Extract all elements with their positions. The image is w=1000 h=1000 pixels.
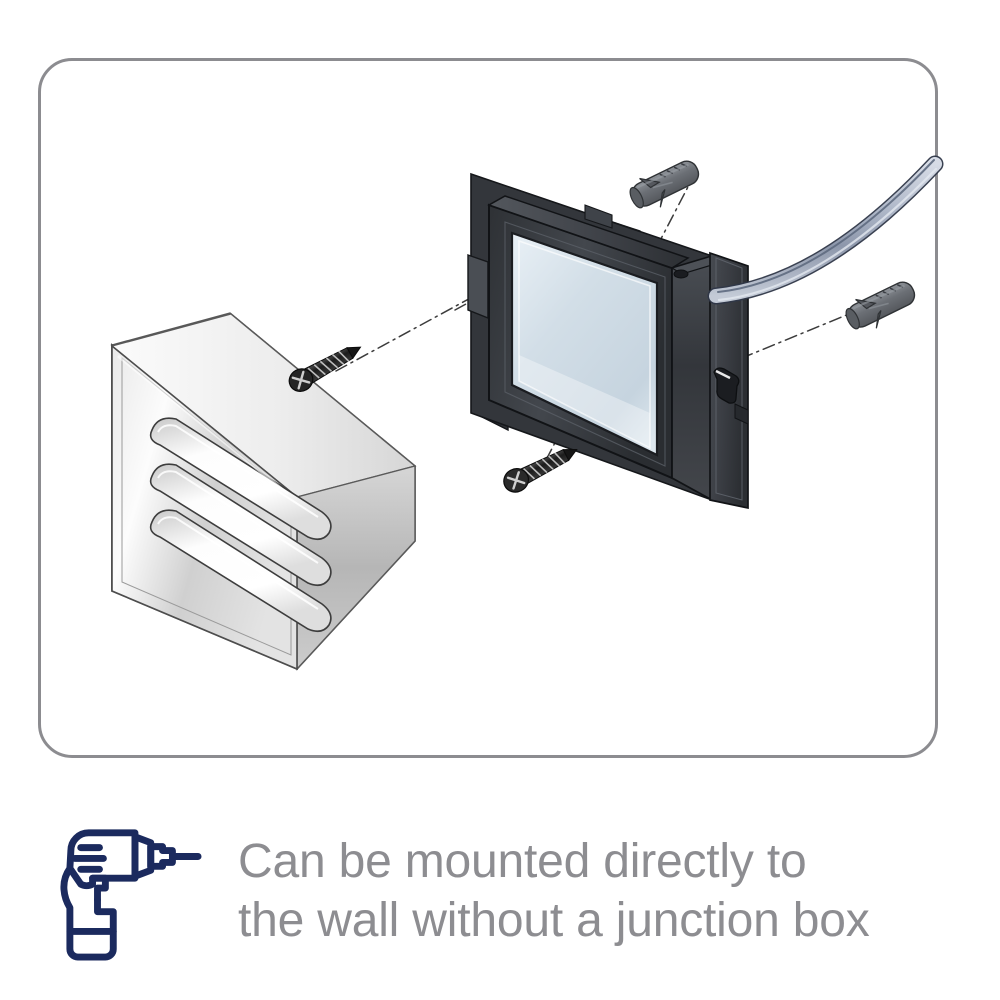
rounded-border-frame [38, 58, 938, 758]
housing-vent-hole [673, 269, 689, 279]
louvered-faceplate [110, 312, 417, 671]
exploded-assembly-illustration [110, 155, 944, 671]
drill-icon [48, 821, 216, 961]
mounting-bracket [709, 251, 749, 510]
wall-anchor-lower [845, 281, 916, 330]
wall-anchor-upper [629, 160, 700, 209]
louver-slot [149, 463, 332, 587]
feature-caption: Can be mounted directly to the wall with… [48, 806, 968, 976]
power-cable [707, 155, 944, 305]
louver-slot [149, 509, 332, 633]
caption-text: Can be mounted directly to the wall with… [238, 835, 870, 947]
led-light-housing [467, 172, 749, 510]
mounting-screw-lower [503, 448, 578, 493]
mounting-screw-upper [288, 346, 362, 392]
louver-slot [149, 417, 332, 541]
